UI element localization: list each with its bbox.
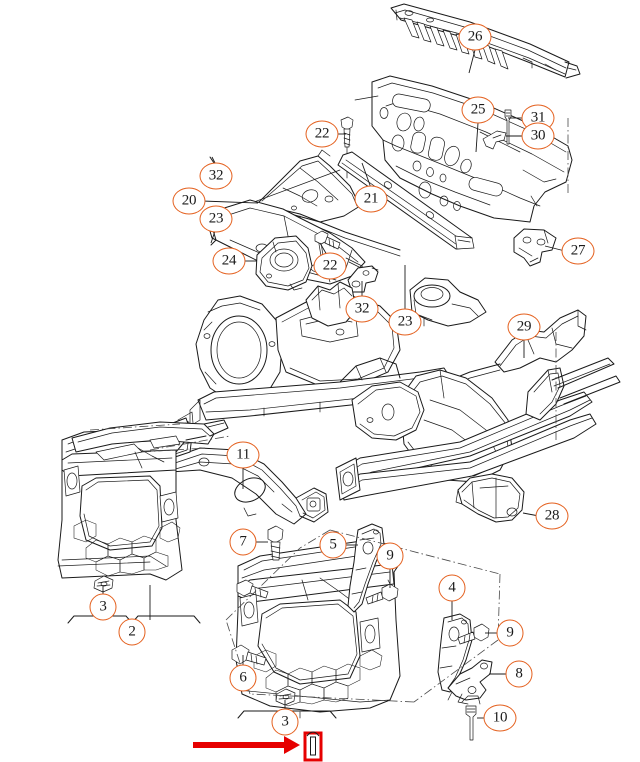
callout-label: 21 [363,190,379,207]
callout-22[interactable]: 22 [305,120,339,148]
callout-3[interactable]: 3 [271,708,299,736]
part-27-mounting-bracket [513,228,557,267]
callout-11[interactable]: 11 [226,441,260,469]
callout-leader-26 [468,49,476,74]
leader-lines [102,49,566,719]
callout-label: 23 [208,210,224,227]
callout-label: 3 [281,713,289,730]
highlight-annotation [193,731,323,762]
callout-label: 11 [236,446,250,463]
callout-label: 28 [544,507,560,524]
part-28-reinforcement-gusset [455,473,525,523]
callout-label: 4 [448,579,456,596]
callout-20[interactable]: 20 [172,187,206,215]
callout-23[interactable]: 23 [199,205,233,233]
part-24-turret-reinforcement [255,235,353,291]
callout-9[interactable]: 9 [376,542,404,570]
callout-label: 26 [467,28,483,45]
callout-label: 25 [470,101,486,118]
callout-22[interactable]: 22 [313,252,347,280]
highlight-box[interactable] [303,731,323,762]
callout-4[interactable]: 4 [438,574,466,602]
callout-leader-20 [201,200,259,204]
callout-3[interactable]: 3 [89,593,117,621]
callout-label: 24 [221,252,237,269]
right-structural-assembly [335,357,621,501]
callout-label: 9 [506,624,514,641]
part-6-hex-bolt [231,644,267,666]
callout-label: 5 [329,536,337,553]
callout-6[interactable]: 6 [229,664,257,692]
callout-label: 29 [516,318,532,335]
callout-21[interactable]: 21 [354,185,388,213]
part-22-tapping-screw-upper [340,116,354,179]
part-32-bracket-small-right [347,265,379,293]
callout-label: 3 [99,598,107,615]
callout-24[interactable]: 24 [212,247,246,275]
callout-label: 6 [239,669,247,686]
callout-leader-25 [475,122,479,153]
callout-label: 23 [397,313,413,330]
lower-front-panel [235,539,403,719]
callout-label: 30 [530,127,546,144]
callout-label: 22 [322,257,338,274]
callout-7[interactable]: 7 [229,528,257,556]
part-3-retaining-clip-lower [275,688,296,706]
part-9-hex-bolt-lower [457,623,490,645]
part-5-bracket-left [347,523,385,613]
highlight-arrow-head [284,736,300,754]
callout-8[interactable]: 8 [505,660,533,688]
callout-leader-21 [361,162,372,189]
callout-9[interactable]: 9 [496,619,524,647]
callout-32[interactable]: 32 [345,295,379,323]
callout-label: 2 [128,623,136,640]
callout-label: 8 [515,665,523,682]
callout-30[interactable]: 30 [521,122,555,150]
part-29-side-member-extension [419,309,587,399]
callout-label: 22 [314,125,330,142]
part-23-strut-mount-dome [409,277,487,327]
part-1-clip-head [306,731,320,737]
part-22-tapping-screw-lower [314,230,341,250]
part-3-retaining-clip-left [93,575,114,593]
callout-2[interactable]: 2 [118,618,146,646]
front-side-member-left [177,281,453,441]
callout-26[interactable]: 26 [458,23,492,51]
callout-28[interactable]: 28 [535,502,569,530]
part-31-stud-bolt [504,109,512,145]
part-25-bulkhead-panel [354,75,573,223]
callout-label: 10 [492,709,508,726]
callout-32[interactable]: 32 [199,162,233,190]
callout-5[interactable]: 5 [319,531,347,559]
callout-10[interactable]: 10 [483,704,517,732]
callout-label: 9 [386,547,394,564]
callout-29[interactable]: 29 [507,313,541,341]
part-10-stud-bolt [461,695,481,741]
part-30-retaining-plate [482,130,507,150]
callout-23[interactable]: 23 [388,308,422,336]
callout-label: 20 [181,192,197,209]
callout-27[interactable]: 27 [561,237,595,265]
callout-25[interactable]: 25 [461,96,495,124]
callout-label: 32 [208,167,224,184]
callout-label: 7 [239,533,247,550]
part-7-tapping-screw [236,525,284,599]
part-2-lock-carrier-assembly [57,419,229,581]
callout-label: 32 [354,300,370,317]
part-1-clip-body [310,736,316,756]
callout-leader-23 [210,230,216,244]
callout-label: 27 [570,242,586,259]
